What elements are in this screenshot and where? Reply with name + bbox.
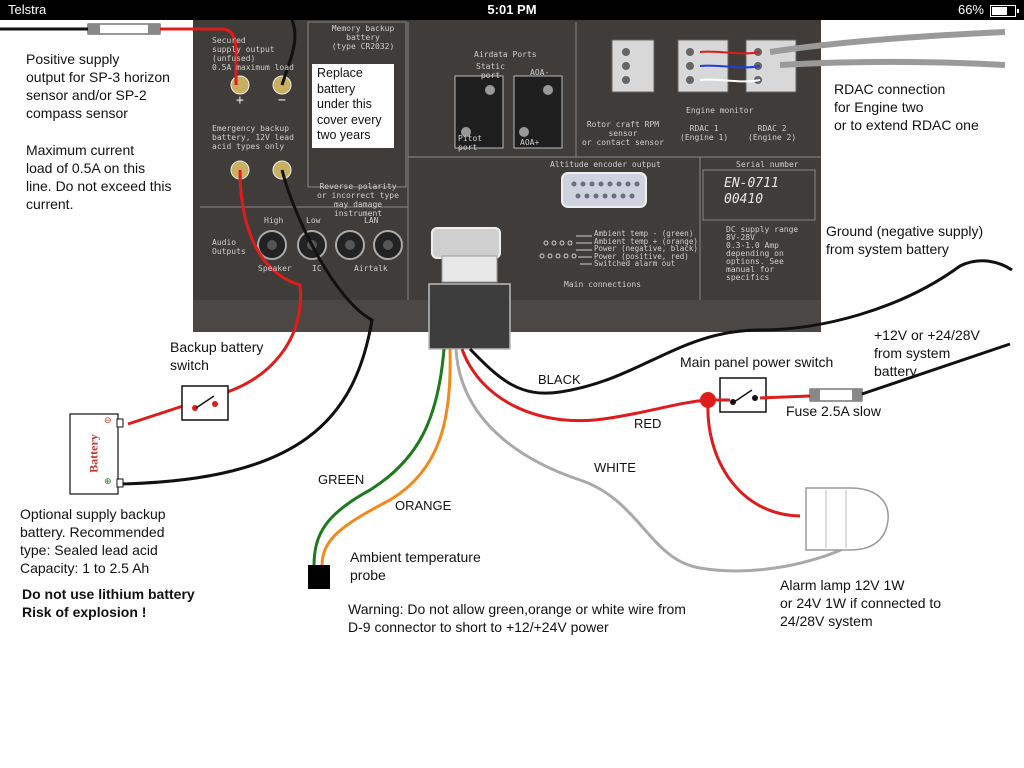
white-alarm-wire bbox=[454, 348, 846, 573]
red-lamp-wire bbox=[706, 399, 801, 518]
altitude-encoder-connector bbox=[561, 172, 647, 208]
green-ambient-wire bbox=[312, 348, 446, 567]
panel-serial-number: EN-0711 00410 bbox=[724, 176, 779, 207]
panel-rdac1-label: RDAC 1 (Engine 1) bbox=[680, 124, 729, 142]
lithium-warning: Do not use lithium battery Risk of explo… bbox=[22, 586, 195, 620]
d9-plug-housing bbox=[428, 283, 511, 350]
panel-rpm-sensor-label: Rotor craft RPM sensor or contact sensor bbox=[582, 120, 664, 147]
panel-aoa-plus-label: AOA+ bbox=[520, 138, 540, 147]
serial-plate bbox=[702, 169, 816, 221]
backup-battery bbox=[69, 413, 119, 495]
panel-airdata-label: Airdata Ports bbox=[474, 50, 537, 59]
backup-black-wire bbox=[119, 169, 374, 486]
positive-supply-callout: Positive supply output for SP-3 horizon … bbox=[26, 51, 170, 121]
battery-icon bbox=[990, 5, 1019, 17]
panel-serial-number-label: Serial number bbox=[736, 160, 799, 169]
orange-ambient-wire bbox=[320, 348, 452, 567]
panel-static-port-label: Static port bbox=[476, 62, 505, 80]
rdac-connection-callout: RDAC connection for Engine two or to ext… bbox=[834, 81, 979, 133]
wire-label-black: BLACK bbox=[538, 372, 581, 387]
status-time: 5:01 PM bbox=[487, 2, 537, 17]
black-power-wire bbox=[468, 259, 1013, 395]
supply-output-red-wire bbox=[160, 27, 238, 85]
panel-audio-outputs-label: Audio Outputs bbox=[212, 238, 246, 256]
status-bar: Telstra 5:01 PM 66% bbox=[0, 0, 1024, 20]
alarm-lamp bbox=[805, 487, 889, 551]
carrier-name: Telstra bbox=[8, 2, 47, 17]
backup-red-wire bbox=[210, 169, 302, 407]
panel-rdac2-label: RDAC 2 (Engine 2) bbox=[748, 124, 797, 142]
main-switch-callout: Main panel power switch bbox=[680, 354, 834, 370]
ground-callout: Ground (negative supply) from system bat… bbox=[826, 223, 984, 257]
d9-panel-connector bbox=[431, 227, 501, 259]
backup-switch-callout: Backup battery switch bbox=[170, 339, 264, 373]
wire-label-red: RED bbox=[634, 416, 662, 431]
panel-aoa-minus-label: AOA- bbox=[530, 68, 550, 77]
battery-label: Battery bbox=[86, 434, 101, 473]
panel-pitot-port-label: Pitot port bbox=[458, 134, 483, 152]
panel-emergency-backup-label: Emergency backup battery, 12V lead acid … bbox=[212, 124, 294, 151]
supply-12v-callout: +12V or +24/28V from system battery bbox=[874, 327, 980, 379]
battery-plus-terminal: ⊕ bbox=[104, 477, 112, 487]
rdac-cable-1 bbox=[769, 29, 1006, 55]
red-power-wire bbox=[460, 348, 709, 423]
replace-battery-note: Replace battery under this cover every t… bbox=[312, 64, 394, 148]
panel-ic-label: IC bbox=[312, 264, 322, 273]
rdac-connectors bbox=[611, 39, 797, 93]
supply-output-black-wire bbox=[280, 19, 297, 86]
rdac-cable-2 bbox=[779, 58, 1006, 68]
terminal-minus-top: − bbox=[278, 93, 286, 108]
panel-dc-supply-label: DC supply range 8V-28V 0.3-1.0 Amp depen… bbox=[726, 225, 799, 282]
panel-airtalk-label: Airtalk bbox=[354, 264, 388, 273]
battery-percent: 66% bbox=[957, 2, 984, 17]
optional-battery-callout: Optional supply backup battery. Recommen… bbox=[20, 506, 166, 576]
max-current-callout: Maximum current load of 0.5A on this lin… bbox=[26, 142, 172, 212]
memory-battery-cover bbox=[307, 21, 407, 188]
battery-minus-terminal: ⊖ bbox=[104, 416, 112, 426]
panel-pin-labels: Ambient temp - (green) Ambient temp + (o… bbox=[594, 229, 698, 268]
panel-altitude-encoder-label: Altitude encoder output bbox=[550, 160, 661, 169]
wire-label-white: WHITE bbox=[594, 460, 636, 475]
d9-plug-white bbox=[441, 255, 498, 283]
short-warning: Warning: Do not allow green,orange or wh… bbox=[348, 601, 686, 635]
panel-speaker-label: Speaker bbox=[258, 264, 292, 273]
panel-low-label: Low bbox=[306, 216, 321, 225]
supply-terminals bbox=[230, 75, 292, 180]
panel-high-label: High bbox=[264, 216, 284, 225]
panel-reverse-polarity-label: Reverse polarity or incorrect type may d… bbox=[317, 182, 399, 218]
main-panel-power-switch bbox=[719, 377, 767, 413]
terminal-plus-top: + bbox=[236, 93, 244, 108]
backup-battery-switch bbox=[181, 385, 229, 421]
switch-to-battery-red-wire bbox=[127, 404, 184, 426]
wire-label-green: GREEN bbox=[318, 472, 365, 487]
panel-main-connections-label: Main connections bbox=[564, 280, 642, 289]
alarm-lamp-callout: Alarm lamp 12V 1W or 24V 1W if connected… bbox=[780, 577, 942, 629]
panel-engine-monitor-label: Engine monitor bbox=[686, 106, 754, 115]
ambient-probe-callout: Ambient temperature probe bbox=[350, 549, 481, 583]
airdata-ports bbox=[454, 75, 563, 149]
panel-memory-backup-label: Memory backup battery (type CR2032) bbox=[331, 24, 395, 51]
fuse-callout: Fuse 2.5A slow bbox=[786, 403, 881, 419]
ambient-temperature-probe bbox=[308, 565, 330, 589]
panel-secured-supply-label: Secured supply output (unfused) 0.5A max… bbox=[212, 36, 294, 72]
panel-lan-label: LAN bbox=[364, 216, 379, 225]
wire-label-orange: ORANGE bbox=[395, 498, 452, 513]
